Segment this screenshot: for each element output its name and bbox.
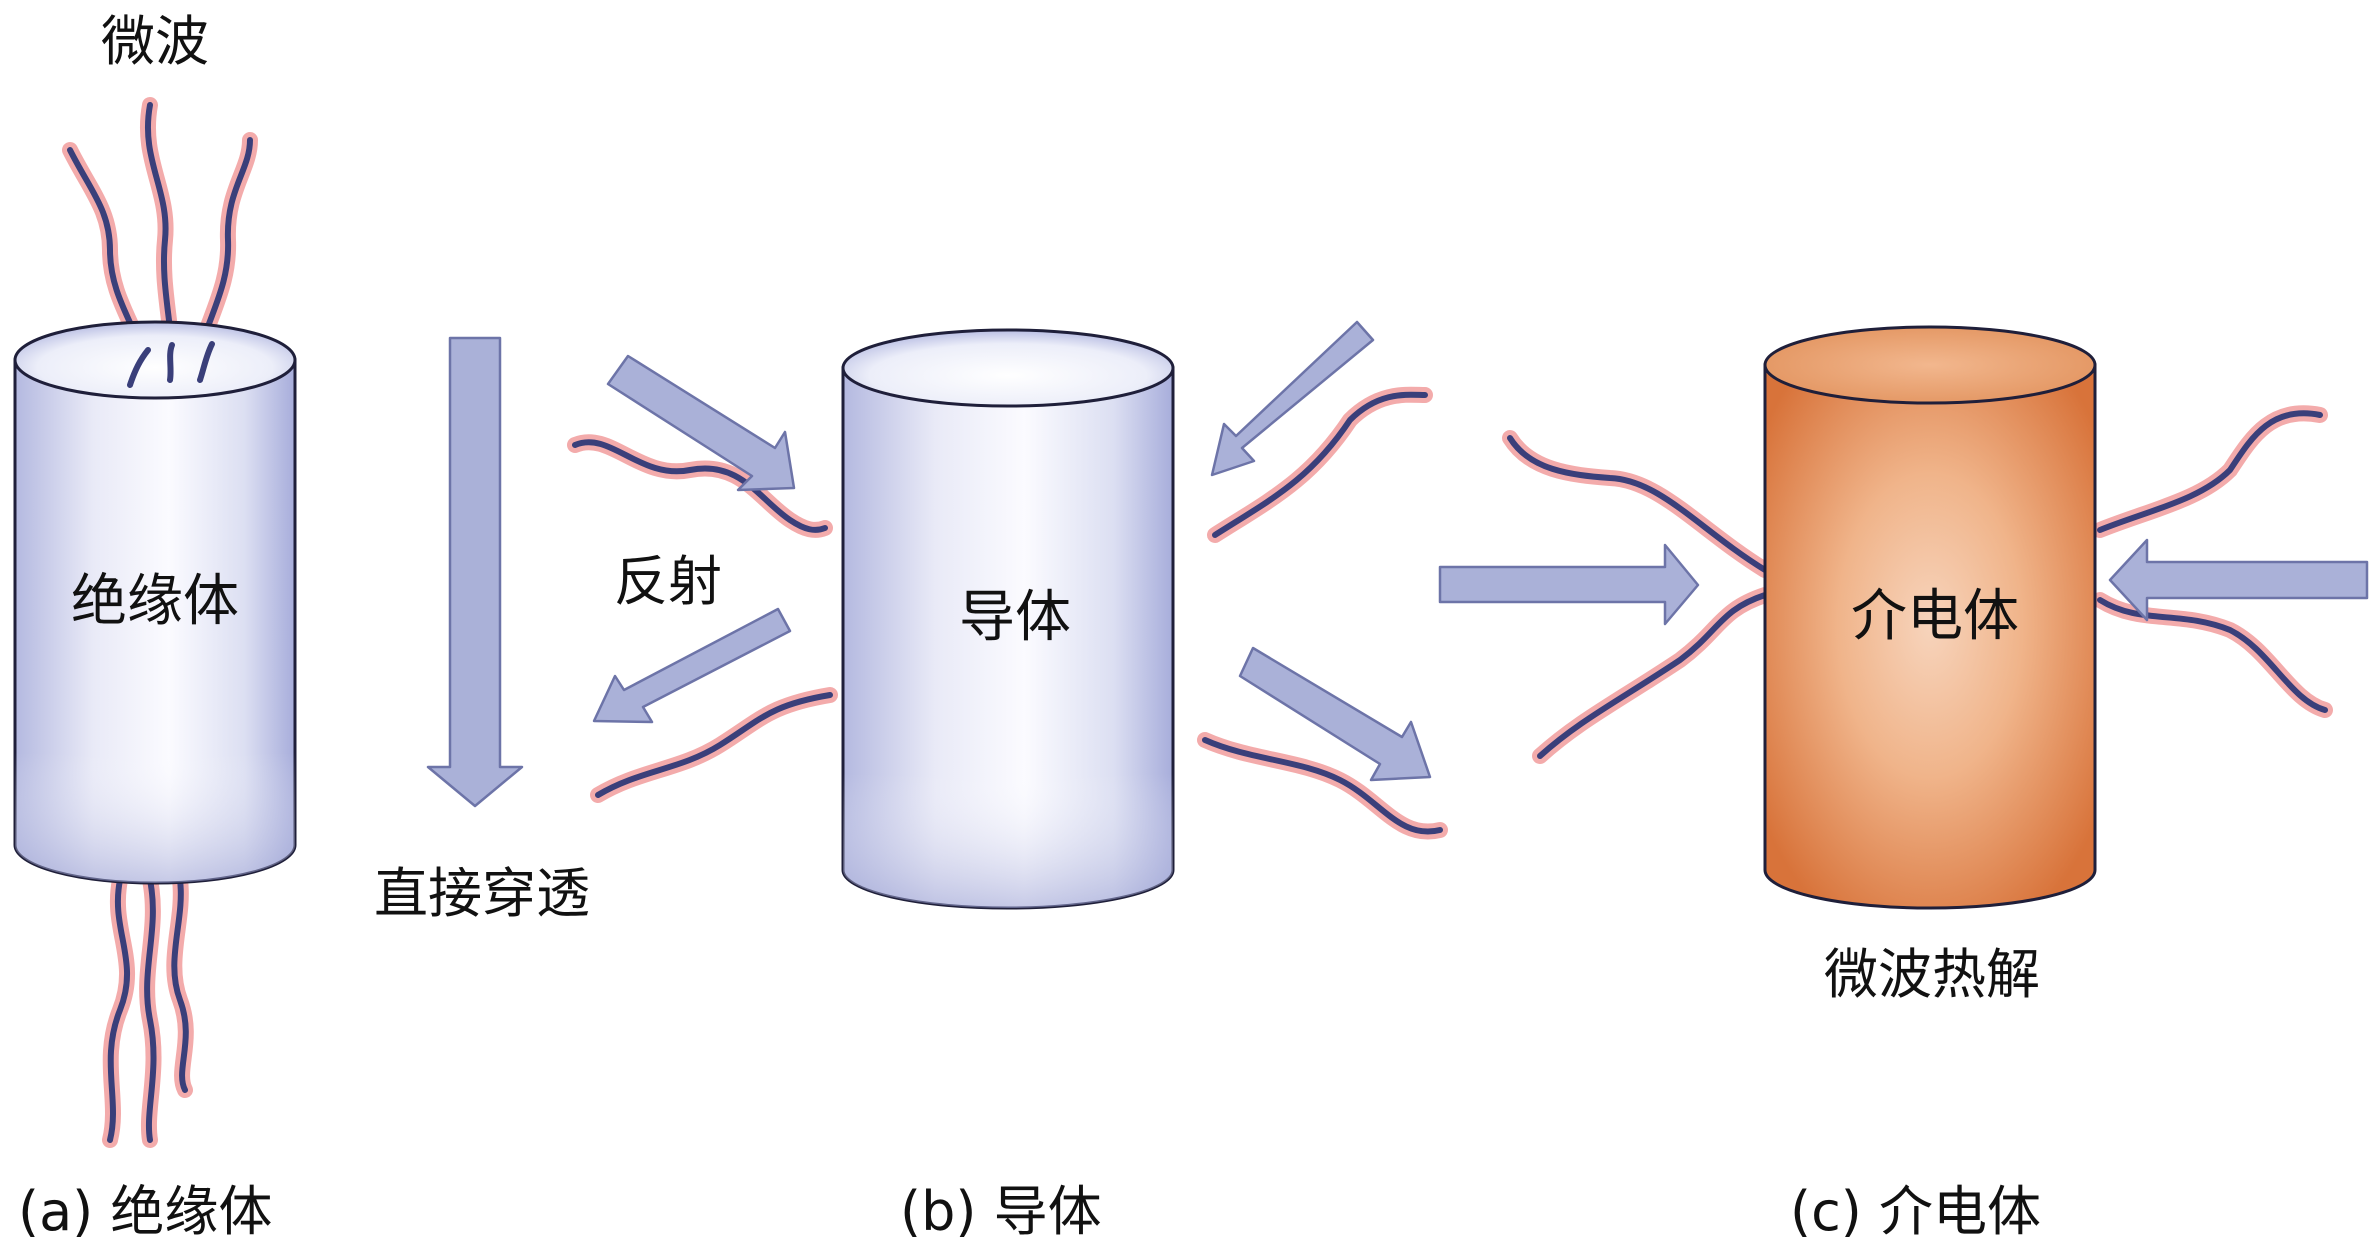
microwave-wave-bottom [110, 880, 186, 1140]
insulator-inner-label: 绝缘体 [71, 569, 239, 634]
conductor-inner-label: 导体 [959, 585, 1071, 650]
pyrolysis-label: 微波热解 [1824, 943, 2040, 1006]
insulator-group: 微波 绝缘体 直接穿透 (a) 绝缘体 [15, 10, 590, 1243]
incoming-arrow-right [1212, 322, 1373, 475]
microwave-label: 微波 [101, 10, 209, 73]
dielectric-inner-label: 介电体 [1851, 584, 2019, 649]
dielectric-group: 介电体 微波热解 (c) 介电体 [1440, 327, 2367, 1243]
conductor-group: 反射 导体 (b) 导体 [575, 322, 1440, 1243]
transmit-arrow [428, 338, 522, 806]
caption-c: (c) 介电体 [1790, 1180, 2041, 1243]
transmit-label: 直接穿透 [374, 862, 590, 925]
caption-a: (a) 绝缘体 [18, 1180, 272, 1243]
caption-b: (b) 导体 [900, 1180, 1102, 1243]
reflect-label: 反射 [614, 550, 722, 613]
incoming-arrow-dielectric-left [1440, 545, 1698, 624]
reflected-arrow-left [594, 609, 790, 722]
